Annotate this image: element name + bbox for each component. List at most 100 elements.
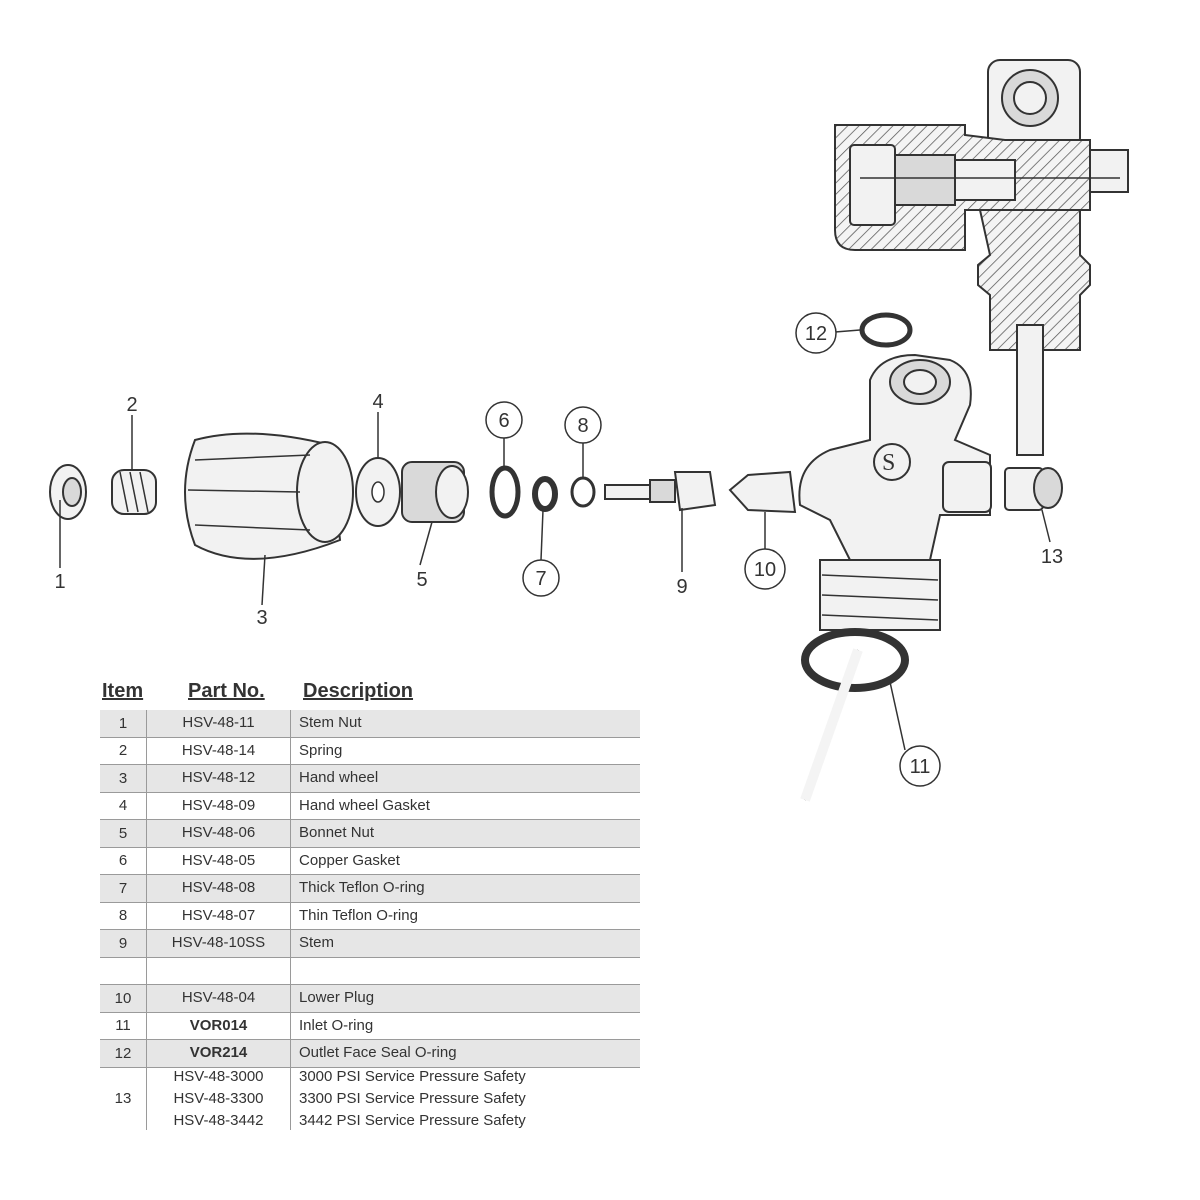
cell-item: 10 xyxy=(100,985,147,1012)
part-stem xyxy=(604,471,717,512)
cell-description: Inlet O-ring xyxy=(299,1013,640,1040)
cell-description: Stem xyxy=(299,930,640,957)
part-thick-teflon-o-ring xyxy=(532,476,558,512)
description-text: Thin Teflon O-ring xyxy=(299,906,418,924)
callout-4: 4 xyxy=(372,391,383,413)
cell-part-no: HSV-48-05 xyxy=(147,847,291,874)
description-text: 3000 PSI Service Pressure Safety xyxy=(299,1067,526,1085)
cell-part-no: HSV-48-14 xyxy=(147,737,291,764)
part-hand-wheel-gasket xyxy=(355,457,401,527)
part-number: HSV-48-3000 xyxy=(173,1067,264,1085)
cell-part-no: HSV-48-07 xyxy=(147,902,291,929)
cell-description: Hand wheel xyxy=(299,765,640,792)
callout-number: 6 xyxy=(498,410,509,432)
description-text: 3442 PSI Service Pressure Safety xyxy=(299,1111,526,1129)
part-outlet-face-seal-o-ring xyxy=(859,312,913,348)
callout-number: 13 xyxy=(1041,546,1063,568)
table-header: Item Part No. Description xyxy=(100,678,640,710)
cell-item: 1 xyxy=(100,710,147,737)
description-text: Bonnet Nut xyxy=(299,824,375,842)
cell-part-no xyxy=(147,957,291,984)
part-number: HSV-48-08 xyxy=(181,879,256,897)
cell-item: 8 xyxy=(100,902,147,929)
callout-number: 11 xyxy=(910,756,931,778)
part-bonnet-nut xyxy=(401,461,469,523)
svg-text:S: S xyxy=(882,450,895,476)
cell-description: Spring xyxy=(299,738,640,765)
callout-number: 7 xyxy=(535,568,546,590)
part-safety-plug xyxy=(1004,467,1063,511)
cell-description: Outlet Face Seal O-ring xyxy=(299,1040,640,1067)
part-number: VOR014 xyxy=(189,1016,248,1034)
cell-part-no: HSV-48-11 xyxy=(147,710,291,737)
cell-item: 4 xyxy=(100,792,147,819)
callout-6: 6 xyxy=(485,401,523,439)
part-lower-plug xyxy=(728,470,797,514)
description-text: Thick Teflon O-ring xyxy=(299,879,425,897)
cell-description: Stem Nut xyxy=(299,710,640,737)
header-description: Description xyxy=(303,680,414,702)
callout-10: 10 xyxy=(744,548,786,590)
callout-number: 1 xyxy=(54,571,65,593)
table-row xyxy=(100,957,640,985)
cell-item: 2 xyxy=(100,737,147,764)
callout-number: 10 xyxy=(754,559,776,581)
part-number: HSV-48-12 xyxy=(181,769,256,787)
cell-item: 13 xyxy=(100,1067,147,1130)
part-number: HSV-48-09 xyxy=(181,796,256,814)
table-row: 12 VOR214 Outlet Face Seal O-ring xyxy=(100,1040,640,1068)
table-row: 8 HSV-48-07 Thin Teflon O-ring xyxy=(100,902,640,930)
cell-description: 3000 PSI Service Pressure Safety 3300 PSI… xyxy=(299,1068,640,1130)
part-number: HSV-48-11 xyxy=(182,714,255,732)
callout-number: 12 xyxy=(805,323,827,345)
part-number: HSV-48-10SS xyxy=(171,934,266,952)
description-text: Hand wheel xyxy=(299,769,379,787)
part-number: VOR214 xyxy=(189,1044,248,1062)
callout-1: 1 xyxy=(54,571,65,593)
part-number: HSV-48-3300 xyxy=(173,1089,264,1107)
table-row: 1 HSV-48-11 Stem Nut xyxy=(100,710,640,738)
callout-8: 8 xyxy=(564,406,602,444)
part-hand-wheel xyxy=(184,432,354,560)
description-text: Copper Gasket xyxy=(299,851,400,869)
cell-item: 6 xyxy=(100,847,147,874)
description-text: 3300 PSI Service Pressure Safety xyxy=(299,1089,526,1107)
part-thin-teflon-o-ring xyxy=(570,476,596,508)
table-row: 9 HSV-48-10SS Stem xyxy=(100,930,640,958)
description-text: Hand wheel Gasket xyxy=(299,796,430,814)
description-text: Stem xyxy=(299,934,335,952)
cell-part-no: HSV-48-09 xyxy=(147,792,291,819)
callout-13: 13 xyxy=(1041,546,1063,568)
cell-part-no: HSV-48-04 xyxy=(147,985,291,1012)
description-text: Spring xyxy=(299,741,343,759)
part-number: HSV-48-06 xyxy=(181,824,256,842)
cell-item: 12 xyxy=(100,1040,147,1067)
part-number: HSV-48-07 xyxy=(181,906,256,924)
leader-lines xyxy=(59,329,1051,751)
callout-number: 2 xyxy=(126,394,137,416)
callout-2: 2 xyxy=(126,394,137,416)
cell-part-no: VOR014 xyxy=(147,1012,291,1039)
callout-7: 7 xyxy=(522,559,560,597)
table-row: 4 HSV-48-09 Hand wheel Gasket xyxy=(100,792,640,820)
callout-9: 9 xyxy=(676,576,687,598)
cell-item: 9 xyxy=(100,930,147,957)
cell-part-no: VOR214 xyxy=(147,1040,291,1067)
cell-item: 5 xyxy=(100,820,147,847)
cell-description: Thin Teflon O-ring xyxy=(299,903,640,930)
part-stem-nut xyxy=(49,464,87,520)
cell-description: Lower Plug xyxy=(299,985,640,1012)
cell-item: 11 xyxy=(100,1012,147,1039)
description-text: Lower Plug xyxy=(299,989,375,1007)
cell-item: 7 xyxy=(100,875,147,902)
cell-description: Hand wheel Gasket xyxy=(299,793,640,820)
table-row: 5 HSV-48-06 Bonnet Nut xyxy=(100,820,640,848)
cell-part-no: HSV-48-10SS xyxy=(147,930,291,957)
callout-3: 3 xyxy=(256,607,267,629)
